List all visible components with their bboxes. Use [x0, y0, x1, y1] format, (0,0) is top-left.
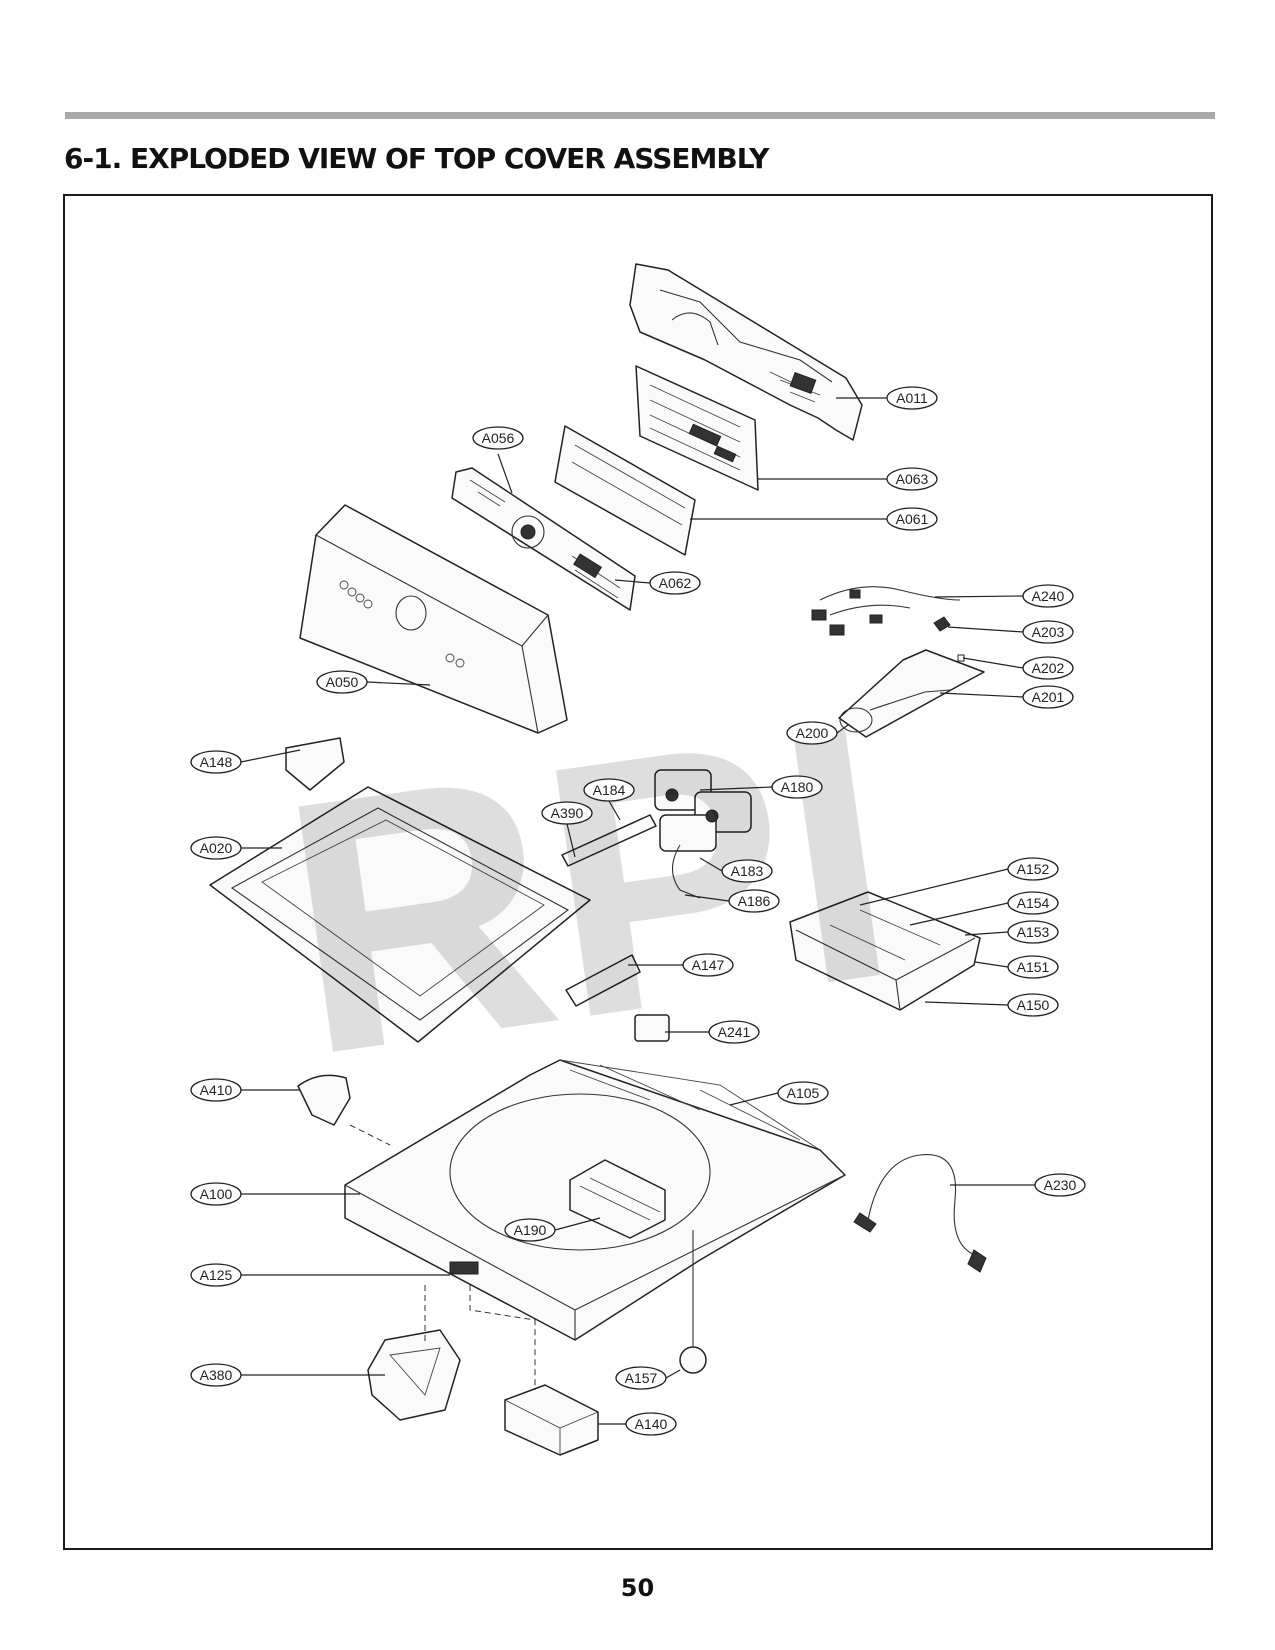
callout-a180: A180: [771, 775, 823, 799]
callout-a184: A184: [583, 778, 635, 802]
callout-a240: A240: [1022, 584, 1074, 608]
part-a150-dispenser: [789, 891, 981, 1011]
callout-a410: A410: [190, 1078, 242, 1102]
svg-text:A157: A157: [625, 1370, 658, 1386]
callout-a157: A157: [615, 1366, 667, 1390]
assembly-guides: [349, 1124, 536, 1390]
part-a184-hose: [561, 814, 657, 867]
svg-text:A390: A390: [551, 805, 584, 821]
part-a011-cover: [629, 263, 863, 441]
svg-text:A154: A154: [1017, 895, 1050, 911]
svg-text:A152: A152: [1017, 861, 1050, 877]
part-a240-wire-harness: [811, 586, 961, 636]
svg-text:A202: A202: [1032, 660, 1065, 676]
svg-text:A153: A153: [1017, 924, 1050, 940]
callout-a062: A062: [649, 571, 701, 595]
part-a020-lid: [209, 786, 591, 1043]
callout-a203: A203: [1022, 620, 1074, 644]
svg-text:A140: A140: [635, 1416, 668, 1432]
callout-a186: A186: [728, 889, 780, 913]
part-a190-filter: [569, 1159, 666, 1239]
svg-text:A125: A125: [200, 1267, 233, 1283]
callout-a183: A183: [721, 859, 773, 883]
svg-text:A061: A061: [896, 511, 929, 527]
svg-text:A151: A151: [1017, 959, 1050, 975]
part-a140-switch: [504, 1384, 599, 1456]
svg-text:A190: A190: [514, 1222, 547, 1238]
svg-text:A186: A186: [738, 893, 771, 909]
part-a230-power-cord: [853, 1154, 987, 1273]
svg-text:A011: A011: [896, 390, 928, 406]
callout-a147: A147: [682, 953, 734, 977]
callouts: A011 A063 A056 A061 A062 A240 A203 A202 …: [190, 386, 1086, 1436]
leader-lines: [240, 397, 1035, 1425]
callout-a154: A154: [1007, 891, 1059, 915]
svg-text:A183: A183: [731, 863, 764, 879]
svg-text:A203: A203: [1032, 624, 1065, 640]
callout-a011: A011: [886, 386, 938, 410]
svg-text:A230: A230: [1044, 1177, 1077, 1193]
svg-text:A410: A410: [200, 1082, 233, 1098]
top-rule: [65, 112, 1215, 119]
part-a050-control-panel: [299, 504, 568, 734]
part-a147-hinge: [565, 954, 641, 1007]
callout-a230: A230: [1034, 1173, 1086, 1197]
callout-a105: A105: [777, 1081, 829, 1105]
part-a200-pressure-switch: [838, 649, 985, 738]
callout-a241: A241: [708, 1020, 760, 1044]
callout-a152: A152: [1007, 857, 1059, 881]
callout-a202: A202: [1022, 656, 1074, 680]
callout-a151: A151: [1007, 955, 1059, 979]
part-a063-pcb: [635, 365, 759, 491]
svg-text:A100: A100: [200, 1186, 233, 1202]
callout-a056: A056: [472, 426, 524, 450]
part-a380-bracket: [367, 1329, 461, 1421]
part-a186-tube: [671, 844, 701, 899]
svg-text:A056: A056: [482, 430, 515, 446]
svg-text:A020: A020: [200, 840, 233, 856]
svg-text:A105: A105: [787, 1085, 820, 1101]
callout-a020: A020: [190, 836, 242, 860]
svg-text:A240: A240: [1032, 588, 1065, 604]
svg-text:A201: A201: [1032, 689, 1065, 705]
svg-text:A063: A063: [896, 471, 929, 487]
part-a241-sensor: [634, 1014, 670, 1042]
part-a062-board: [451, 467, 636, 611]
callout-a125: A125: [190, 1263, 242, 1287]
part-a148-bracket: [285, 737, 345, 791]
callout-a201: A201: [1022, 685, 1074, 709]
exploded-diagram: RPI A011: [190, 263, 1086, 1456]
diagram-frame: RPI A011: [63, 194, 1213, 1550]
callout-a140: A140: [625, 1412, 677, 1436]
part-a157-knob: [679, 1230, 707, 1374]
part-a203-clip: [933, 616, 951, 632]
svg-text:A147: A147: [692, 957, 725, 973]
svg-text:A200: A200: [796, 725, 829, 741]
callout-a390: A390: [541, 801, 593, 825]
callout-a150: A150: [1007, 993, 1059, 1017]
svg-text:A184: A184: [593, 782, 626, 798]
svg-text:A148: A148: [200, 754, 233, 770]
svg-text:A150: A150: [1017, 997, 1050, 1013]
callout-a153: A153: [1007, 920, 1059, 944]
part-a410-cap: [297, 1074, 351, 1126]
callout-a190: A190: [504, 1218, 556, 1242]
svg-text:A180: A180: [781, 779, 814, 795]
callout-a100: A100: [190, 1182, 242, 1206]
callout-a380: A380: [190, 1363, 242, 1387]
callout-a063: A063: [886, 467, 938, 491]
svg-text:A062: A062: [659, 575, 692, 591]
page-number: 50: [620, 1574, 655, 1602]
page-title: 6-1. EXPLODED VIEW OF TOP COVER ASSEMBLY: [64, 142, 769, 175]
svg-text:A380: A380: [200, 1367, 233, 1383]
part-a061-plate: [554, 425, 696, 556]
svg-text:A241: A241: [718, 1024, 751, 1040]
callout-a200: A200: [786, 721, 838, 745]
callout-a061: A061: [886, 507, 938, 531]
callout-a148: A148: [190, 750, 242, 774]
svg-text:A050: A050: [326, 674, 359, 690]
callout-a050: A050: [316, 670, 368, 694]
